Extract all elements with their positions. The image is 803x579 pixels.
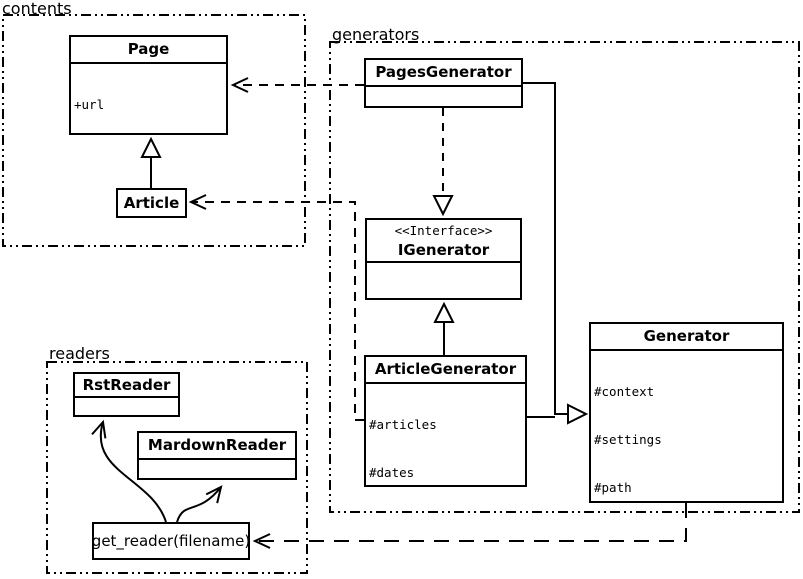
arrow-get-reader-to-rstreader — [91, 419, 167, 523]
attribute: #context — [594, 384, 655, 399]
get-reader-box: get_reader(filename) — [92, 522, 250, 560]
package-generators-label: generators — [332, 25, 420, 44]
inheritance-arrow-pagesgenerator-to-generator — [523, 82, 589, 425]
class-article: Article — [116, 188, 187, 218]
class-generator-attributes: #context #settings #path #theme #output_… — [591, 349, 782, 501]
class-mardownreader: MardownReader +read() — [137, 431, 297, 480]
dependency-arrow-generator-to-get-reader — [252, 503, 687, 549]
class-articlegenerator-title: ArticleGenerator — [374, 360, 517, 378]
attribute: #settings — [594, 432, 662, 447]
class-articlegenerator-attributes: #articles #dates #tags #categories — [366, 382, 525, 485]
class-generator: Generator #context #settings #path #them… — [589, 322, 784, 503]
package-readers-label: readers — [49, 344, 110, 363]
class-page-attributes: +url +slug +summary — [71, 62, 226, 133]
class-igenerator-methods: +generate_context() +generate_output() — [367, 261, 520, 298]
attribute: #articles — [369, 417, 437, 432]
class-rstreader-methods: +read() — [75, 396, 178, 415]
package-readers-border — [46, 361, 308, 574]
attribute: #path — [594, 480, 632, 495]
attribute: +url — [74, 97, 105, 112]
class-mardownreader-methods: +read() — [139, 458, 295, 478]
class-pagesgenerator-title: PagesGenerator — [375, 63, 512, 81]
package-generators-border — [329, 41, 800, 513]
class-igenerator-title: IGenerator — [397, 241, 490, 259]
class-rstreader-title: RstReader — [82, 376, 171, 394]
class-rstreader: RstReader +read() — [73, 372, 180, 417]
class-mardownreader-title: MardownReader — [147, 436, 287, 454]
package-contents-label: contents — [2, 0, 72, 18]
class-page-title: Page — [127, 40, 170, 58]
class-igenerator-stereotype: <<Interface>> — [394, 223, 493, 238]
class-page: Page +url +slug +summary +check_properti… — [69, 35, 228, 135]
attribute: #dates — [369, 465, 415, 480]
class-articlegenerator: ArticleGenerator #articles #dates #tags … — [364, 355, 527, 487]
class-igenerator: <<Interface>> IGenerator +generate_conte… — [365, 218, 522, 300]
class-pagesgenerator: PagesGenerator #pages — [364, 58, 523, 108]
class-generator-title: Generator — [643, 327, 730, 345]
class-pagesgenerator-attributes: #pages — [366, 85, 521, 106]
arrow-get-reader-to-mardownreader — [176, 485, 223, 523]
class-article-title: Article — [123, 194, 180, 212]
method: +generate_context() — [370, 296, 517, 298]
dependency-arrow-articlegenerator-to-article — [188, 194, 364, 421]
get-reader-label: get_reader(filename) — [91, 532, 251, 550]
package-contents-border — [2, 14, 306, 247]
